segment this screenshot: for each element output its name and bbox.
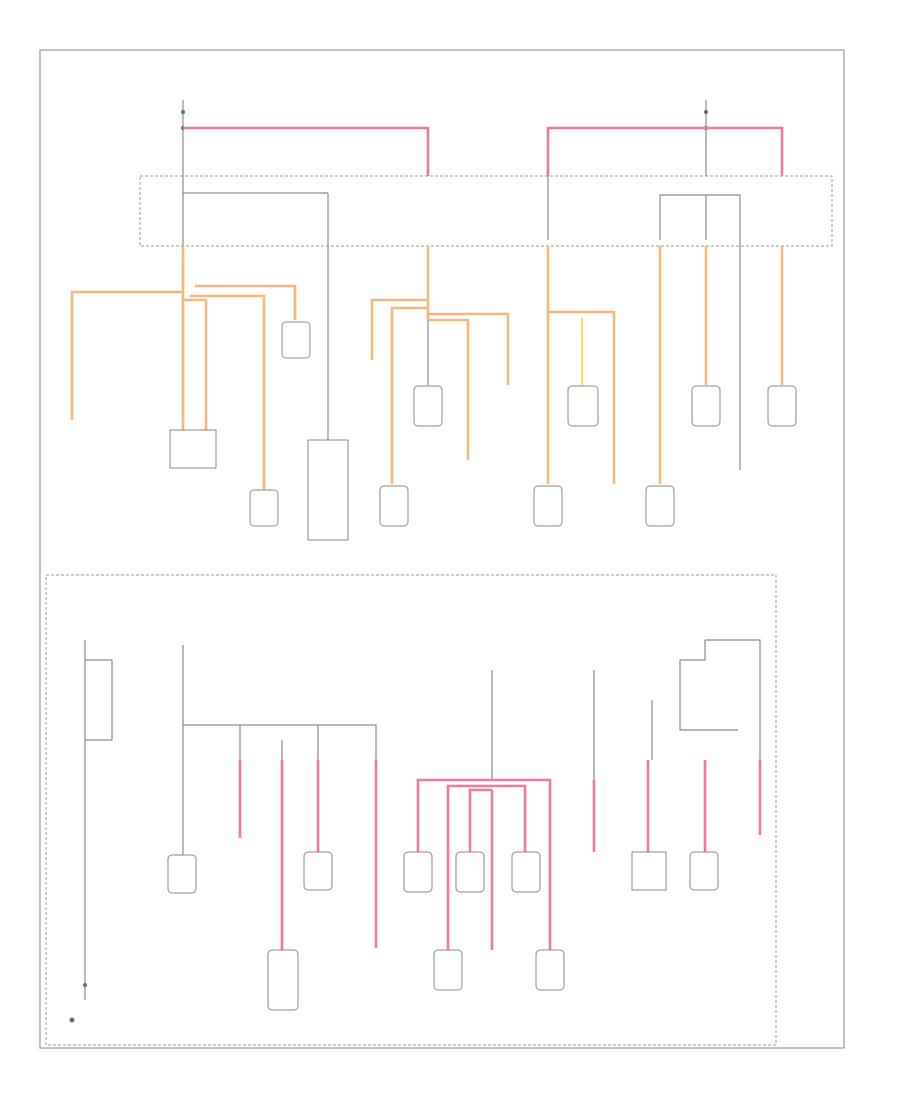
red-wire bbox=[492, 778, 552, 950]
injector-component bbox=[455, 851, 485, 893]
red-wire bbox=[183, 126, 430, 176]
orange-wire bbox=[183, 298, 208, 430]
red-wire bbox=[468, 788, 492, 852]
orange-wire bbox=[70, 290, 183, 420]
upper-components bbox=[169, 321, 797, 541]
module-component bbox=[307, 439, 349, 541]
orange-wire bbox=[190, 294, 266, 490]
orange-branch-middle bbox=[370, 246, 510, 484]
motor-component bbox=[379, 485, 409, 527]
red-wire bbox=[446, 784, 492, 950]
diagram-frame bbox=[39, 49, 845, 1049]
red-wire bbox=[546, 126, 784, 176]
injector-component bbox=[511, 851, 541, 893]
orange-wire bbox=[548, 310, 616, 484]
lower-section-outline bbox=[45, 574, 777, 1046]
module-component bbox=[631, 851, 667, 891]
battery-feed-right bbox=[546, 100, 784, 470]
red-wire bbox=[416, 778, 492, 852]
injector-component bbox=[535, 949, 565, 991]
orange-wire bbox=[370, 298, 428, 360]
lamp-component bbox=[767, 385, 797, 427]
orange-branch-left bbox=[70, 246, 297, 490]
splice-node bbox=[704, 110, 708, 114]
sensor-component bbox=[249, 489, 279, 527]
lower-feed-a bbox=[182, 645, 378, 950]
relay-component bbox=[533, 485, 563, 527]
relay-component bbox=[689, 851, 719, 891]
fuse-block-outline bbox=[139, 175, 833, 247]
splice-node bbox=[83, 983, 87, 987]
orange-wire bbox=[428, 318, 470, 460]
lower-feed-c bbox=[646, 639, 762, 852]
lower-left-circuit bbox=[69, 640, 113, 1023]
splice-node bbox=[181, 110, 185, 114]
sensor-component bbox=[303, 851, 333, 891]
red-wire bbox=[492, 784, 527, 852]
lower-feed-b bbox=[416, 670, 596, 950]
injector-component bbox=[433, 949, 463, 991]
sensor-component bbox=[167, 854, 197, 894]
orange-branch-right bbox=[546, 246, 784, 484]
motor-component bbox=[413, 385, 443, 427]
orange-wire bbox=[428, 312, 510, 385]
motor-component bbox=[645, 485, 675, 527]
relay-component bbox=[281, 321, 311, 359]
lamp-component bbox=[567, 385, 599, 427]
orange-wire bbox=[390, 306, 428, 484]
module-component bbox=[169, 429, 217, 469]
fuse-block-upper bbox=[139, 175, 833, 247]
lamp-component bbox=[691, 385, 721, 427]
orange-wire bbox=[195, 284, 297, 320]
module-component bbox=[267, 949, 299, 1011]
ground-point bbox=[69, 1017, 75, 1023]
injector-component bbox=[403, 851, 433, 893]
lower-components bbox=[167, 851, 719, 1011]
